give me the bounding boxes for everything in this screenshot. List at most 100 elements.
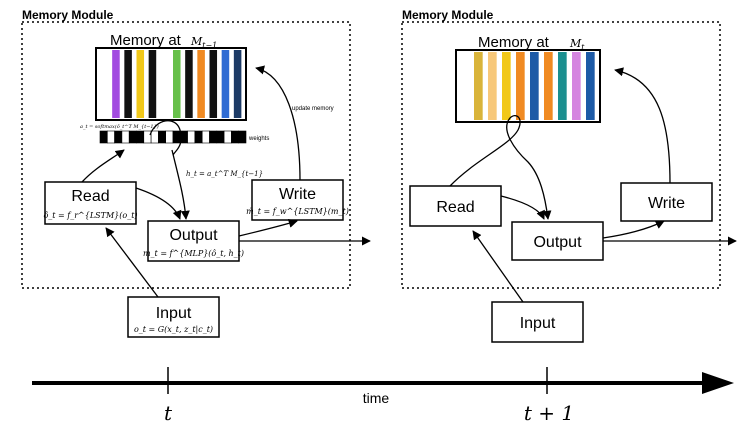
timeline: time t t + 1 bbox=[32, 367, 734, 425]
left-memory-slot bbox=[160, 50, 169, 118]
left-write-box: Write ṁ_t = f_w^{LSTM}(m_t) bbox=[246, 179, 349, 221]
left-weight-cell bbox=[99, 130, 108, 144]
left-output-to-write-arrow bbox=[238, 218, 298, 237]
left-weight-cell bbox=[223, 130, 232, 144]
left-weight-cell bbox=[150, 130, 159, 144]
left-memory-slot bbox=[197, 50, 205, 118]
left-write-title: Write bbox=[279, 186, 316, 203]
right-output-to-write-arrow bbox=[602, 220, 665, 239]
left-memory-slot bbox=[112, 50, 120, 118]
left-weight-cell bbox=[216, 130, 225, 144]
right-write-title: Write bbox=[648, 195, 685, 212]
left-weights-label: weights bbox=[248, 136, 269, 142]
timeline-tick-label-t1: t + 1 bbox=[524, 401, 574, 425]
right-memory-matrix bbox=[455, 49, 601, 123]
right-memory-slot bbox=[460, 52, 469, 120]
right-module-title: Memory Module bbox=[402, 8, 494, 22]
left-memory-module: Memory Module Memory at Mt−1 a_t = softm… bbox=[21, 8, 371, 338]
left-weight-cell bbox=[114, 130, 123, 144]
right-write-box: Write bbox=[620, 182, 713, 222]
left-weight-cell bbox=[121, 130, 130, 144]
right-memory-slot bbox=[530, 52, 539, 120]
right-memory-slot bbox=[558, 52, 567, 120]
left-weight-cell bbox=[143, 130, 152, 144]
left-weight-cell bbox=[165, 130, 174, 144]
left-weight-cell bbox=[238, 130, 247, 144]
left-memory-slot bbox=[100, 50, 108, 118]
right-arrows bbox=[449, 67, 737, 303]
left-memory-label: Memory at bbox=[110, 32, 182, 49]
left-input-formula-box: o_t = G(x_t, z_t|c_t) bbox=[134, 325, 213, 334]
left-weight-cell bbox=[128, 130, 137, 144]
left-read-to-output-arrow bbox=[135, 187, 182, 220]
right-read-to-memory-curve bbox=[449, 115, 552, 220]
right-memory-slot bbox=[572, 52, 581, 120]
right-memory-slot bbox=[488, 52, 497, 120]
left-memory-matrix bbox=[95, 47, 247, 121]
left-weight-cell bbox=[107, 130, 115, 144]
left-memory-slot bbox=[124, 50, 132, 118]
right-input-box: Input bbox=[491, 301, 584, 343]
timeline-label: time bbox=[363, 390, 390, 406]
right-memory-slot bbox=[586, 52, 595, 120]
left-memory-slot bbox=[233, 50, 242, 118]
left-memory-slot bbox=[136, 50, 145, 118]
timeline-tick-label-t: t bbox=[164, 401, 173, 425]
right-memory-slot bbox=[544, 52, 553, 120]
left-memory-slot bbox=[185, 50, 193, 118]
right-read-to-output-arrow bbox=[500, 195, 545, 220]
left-output-formula-box: m_t = f^{MLP}(ô_t, h_t) bbox=[143, 249, 244, 258]
timeline-arrowhead bbox=[702, 372, 734, 394]
right-memory-slot bbox=[474, 52, 483, 120]
right-memory-module: Memory Module Memory at Mt Read Write Ou… bbox=[401, 8, 737, 343]
left-memory-to-output-arrow bbox=[171, 149, 190, 220]
right-module-border bbox=[401, 21, 721, 289]
left-read-formula: h_t = a_t^T M_{t−1} bbox=[186, 170, 263, 178]
left-weight-cell bbox=[231, 130, 239, 144]
left-memory-slot bbox=[221, 50, 230, 118]
left-memory-symbol: Mt−1 bbox=[190, 35, 217, 50]
left-memory-slot bbox=[173, 50, 181, 118]
left-module-title: Memory Module bbox=[22, 8, 114, 22]
left-attention-formula: a_t = softmax(ô_t^T M_{t−1}) bbox=[80, 123, 159, 130]
left-write-to-memory-arrow bbox=[255, 65, 301, 181]
right-memory-slot bbox=[502, 52, 511, 120]
left-input-to-read-arrow bbox=[105, 227, 159, 298]
right-memory-matrix-border bbox=[455, 49, 601, 123]
left-weight-cell bbox=[136, 130, 145, 144]
left-weight-cell bbox=[201, 130, 210, 144]
left-input-box: Input o_t = G(x_t, z_t|c_t) bbox=[127, 296, 220, 338]
left-memory-matrix-border bbox=[95, 47, 247, 121]
left-output-title: Output bbox=[169, 227, 218, 244]
right-memory-slot bbox=[516, 52, 525, 120]
left-memory-slot bbox=[148, 50, 157, 118]
right-input-to-read-arrow bbox=[472, 230, 524, 303]
left-weight-cell bbox=[158, 130, 166, 144]
left-memory-slot bbox=[209, 50, 218, 118]
right-memory-symbol: Mt bbox=[569, 37, 585, 52]
left-arrows bbox=[81, 65, 371, 298]
left-weight-cell bbox=[172, 130, 181, 144]
left-read-title: Read bbox=[71, 188, 109, 205]
left-weight-cell bbox=[209, 130, 218, 144]
left-module-border bbox=[21, 21, 351, 289]
left-write-formula-box: ṁ_t = f_w^{LSTM}(m_t) bbox=[246, 207, 349, 216]
right-input-title: Input bbox=[520, 315, 556, 332]
right-output-title: Output bbox=[533, 234, 582, 251]
left-weight-cell bbox=[187, 130, 196, 144]
right-memory-label: Memory at bbox=[478, 34, 550, 51]
left-input-title: Input bbox=[156, 305, 192, 322]
left-update-memory-label: update memory bbox=[292, 106, 334, 112]
left-memory-to-weights-curve bbox=[149, 120, 182, 156]
left-read-formula-box: ô_t = f_r^{LSTM}(o_t) bbox=[43, 211, 137, 220]
right-output-box: Output bbox=[511, 221, 604, 261]
left-output-box: Output m_t = f^{MLP}(ô_t, h_t) bbox=[143, 220, 244, 262]
right-write-to-memory-arrow bbox=[614, 67, 671, 184]
right-read-title: Read bbox=[436, 199, 474, 216]
left-read-to-weights-arrow bbox=[81, 149, 125, 183]
left-weights-row bbox=[99, 130, 247, 144]
left-weight-cell bbox=[194, 130, 203, 144]
right-read-box: Read bbox=[409, 185, 502, 227]
left-read-box: Read ô_t = f_r^{LSTM}(o_t) bbox=[43, 181, 138, 225]
